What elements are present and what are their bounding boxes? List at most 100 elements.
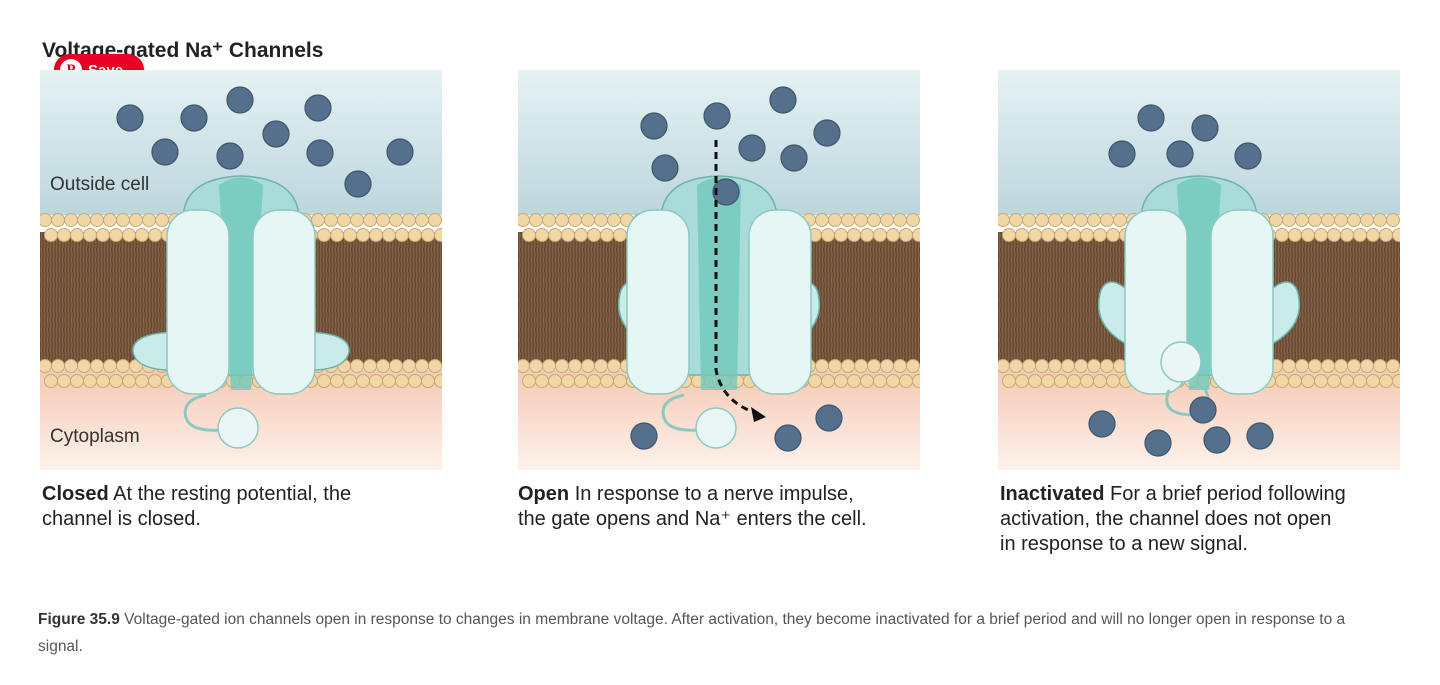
lipid-head — [873, 228, 887, 242]
lipid-head — [1295, 213, 1309, 227]
lipid-head — [1022, 359, 1036, 373]
lipid-head — [1093, 374, 1107, 388]
lipid-head — [860, 228, 874, 242]
lipid-head — [57, 374, 71, 388]
lipid-head — [1308, 359, 1322, 373]
lipid-head — [841, 359, 855, 373]
lipid-head — [581, 359, 595, 373]
lipid-head — [600, 374, 614, 388]
lipid-head — [1009, 359, 1023, 373]
lipid-head — [1327, 228, 1341, 242]
lipid-head — [1386, 213, 1400, 227]
lipid-head — [1334, 213, 1348, 227]
lipid-head — [1353, 374, 1367, 388]
lipid-head — [51, 213, 65, 227]
lipid-head — [64, 359, 78, 373]
lipid-head — [998, 359, 1010, 373]
lipid-head — [594, 213, 608, 227]
lipid-head — [376, 359, 390, 373]
lipid-head — [421, 228, 435, 242]
lipid-head — [428, 359, 442, 373]
lipid-head — [542, 213, 556, 227]
lipid-head — [1028, 228, 1042, 242]
lipid-head — [363, 359, 377, 373]
sodium-ion — [1088, 410, 1116, 438]
lipid-head — [1269, 213, 1283, 227]
lipid-head — [1061, 359, 1075, 373]
lipid-head — [555, 359, 569, 373]
lipid-head — [44, 374, 58, 388]
sodium-ion — [1166, 140, 1194, 168]
lipid-head — [1106, 374, 1120, 388]
lipid-head — [343, 228, 357, 242]
lipid-head — [129, 213, 143, 227]
lipid-head — [324, 213, 338, 227]
lipid-head — [1366, 374, 1380, 388]
lipid-head — [90, 359, 104, 373]
sodium-ions — [630, 86, 843, 452]
panel-inactivated — [998, 70, 1400, 470]
lipid-head — [428, 213, 442, 227]
lipid-head — [116, 213, 130, 227]
lipid-head — [1386, 359, 1400, 373]
sodium-ion — [815, 404, 843, 432]
sodium-ion — [1246, 422, 1274, 450]
gate-ball — [217, 407, 259, 449]
lipid-head — [561, 374, 575, 388]
lipid-head — [51, 359, 65, 373]
lipid-head — [821, 374, 835, 388]
lipid-head — [886, 228, 900, 242]
channel-pore — [1177, 177, 1221, 390]
lipid-head — [1314, 228, 1328, 242]
lipid-head — [1106, 228, 1120, 242]
lipid-head — [350, 359, 364, 373]
lipid-head — [1054, 374, 1068, 388]
lipid-head — [382, 374, 396, 388]
lipid-head — [1340, 228, 1354, 242]
lipid-head — [518, 213, 530, 227]
sodium-ion — [738, 134, 766, 162]
lipid-head — [415, 213, 429, 227]
lipid-head — [389, 213, 403, 227]
closed-desc-line1: At the resting potential, the — [113, 483, 352, 505]
lipid-head — [854, 213, 868, 227]
lipid-head — [529, 213, 543, 227]
sodium-ion — [780, 144, 808, 172]
lipid-head — [1100, 213, 1114, 227]
lipid-head — [574, 374, 588, 388]
lipid-head — [1041, 228, 1055, 242]
inactivated-desc-line1: For a brief period following — [1110, 483, 1346, 505]
lipid-head — [828, 359, 842, 373]
lipid-head — [1347, 359, 1361, 373]
sodium-ions — [116, 86, 414, 198]
lipid-head — [912, 228, 920, 242]
closed-state-name: Closed — [42, 483, 109, 505]
lipid-head — [57, 228, 71, 242]
lipid-head — [77, 359, 91, 373]
lipid-head — [369, 374, 383, 388]
lipid-head — [402, 213, 416, 227]
lipid-head — [40, 359, 52, 373]
lipid-head — [311, 213, 325, 227]
sodium-ion — [630, 422, 658, 450]
lipid-head — [561, 228, 575, 242]
lipid-head — [1093, 228, 1107, 242]
gate-chain — [661, 393, 700, 432]
lipid-head — [317, 228, 331, 242]
lipid-head — [587, 228, 601, 242]
lipid-head — [395, 374, 409, 388]
lipid-head — [847, 374, 861, 388]
lipid-head — [1275, 228, 1289, 242]
lipid-head — [382, 228, 396, 242]
sodium-ion — [1108, 140, 1136, 168]
sodium-ion — [813, 119, 841, 147]
closed-description: Closed At the resting potential, the cha… — [42, 482, 462, 532]
lipid-head — [581, 213, 595, 227]
sodium-ion — [703, 102, 731, 130]
lipid-head — [1067, 228, 1081, 242]
lipid-head — [574, 228, 588, 242]
lipid-head — [821, 228, 835, 242]
open-desc-line2: the gate opens and Na⁺ enters the cell. — [518, 508, 867, 530]
lipid-head — [607, 359, 621, 373]
sodium-ion — [1189, 396, 1217, 424]
